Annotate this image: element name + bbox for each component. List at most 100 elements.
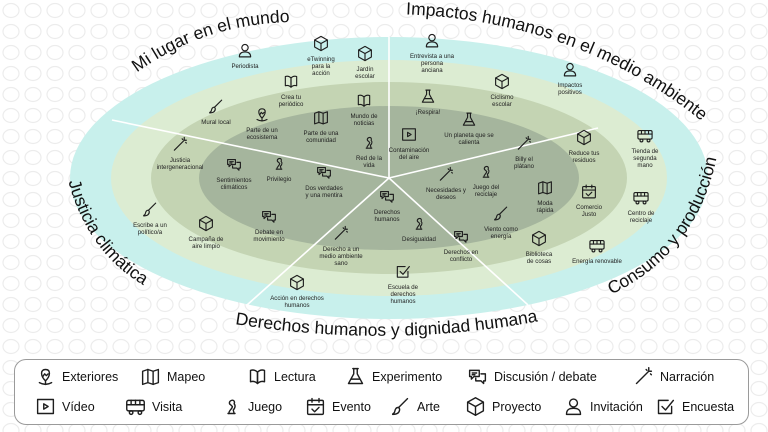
activity-label-line: ¡Respira! xyxy=(415,109,441,116)
activity-label-line: energía xyxy=(490,233,512,240)
event-icon xyxy=(581,183,598,205)
experiment-icon xyxy=(461,111,478,133)
activity-label-line: Necesidades y xyxy=(426,187,466,194)
activity-label-line: Entrevista a una xyxy=(409,53,455,60)
activity-label-line: humanos xyxy=(390,298,416,305)
art-icon xyxy=(493,205,510,227)
project-icon xyxy=(494,73,511,95)
activity-label-line: Comercio xyxy=(575,204,603,211)
game-icon xyxy=(271,155,288,177)
legend-item-event: Evento xyxy=(305,396,371,417)
activity-label-line: Impactos xyxy=(557,82,583,89)
activity-label-line: noticias xyxy=(353,120,375,127)
activity-label-line: Derechos xyxy=(373,209,401,216)
activity-label-line: aire limpio xyxy=(192,243,220,250)
activity-label-line: calienta xyxy=(458,139,480,146)
activity-label-line: Escribe a un xyxy=(133,222,167,229)
project-icon xyxy=(465,396,486,417)
activity-label-line: Desigualdad xyxy=(402,236,436,243)
activity-label-line: Escuela de xyxy=(387,284,419,291)
section-dividers xyxy=(111,37,599,306)
activity-label-line: Biblioteca xyxy=(525,251,553,258)
discussion-icon xyxy=(379,188,396,210)
invitation-icon xyxy=(562,61,579,83)
discussion-icon xyxy=(261,208,278,230)
activity-label-line: Billy el xyxy=(515,156,533,163)
activity-label-line: Moda xyxy=(537,200,553,207)
activity-label-line: Jardín xyxy=(356,66,374,73)
legend-item-visit: Visita xyxy=(125,396,182,417)
legend-item-outdoors: Exteriores xyxy=(35,366,118,387)
activity-label-line: persona xyxy=(420,60,444,67)
activity-label-line: humanos xyxy=(284,302,310,309)
activity-label-line: acción xyxy=(312,70,330,77)
activity-label-line: Sentimientos xyxy=(216,177,252,184)
project-icon xyxy=(198,215,215,237)
activity-label-line: plátano xyxy=(514,163,534,170)
activity-label-line: Crea tu xyxy=(281,94,301,101)
activity-label-line: Tienda de xyxy=(631,148,659,155)
activity-label-line: Parte de un xyxy=(246,127,278,134)
legend-label: Lectura xyxy=(274,369,316,384)
activity-label-line: ecosistema xyxy=(246,134,278,141)
activity-label-line: humanos xyxy=(374,216,400,223)
discussion-icon xyxy=(453,228,470,250)
game-icon xyxy=(478,163,495,185)
activity-label-respira: ¡Respira! xyxy=(416,109,441,116)
activity-label-line: movimiento xyxy=(253,236,285,243)
map-icon xyxy=(313,109,330,131)
activity-label-line: Mundo de xyxy=(350,113,378,120)
activity-label-line: medio ambiente xyxy=(319,253,363,260)
activity-label-line: del aire xyxy=(399,154,419,161)
event-icon xyxy=(305,396,326,417)
project-icon xyxy=(357,45,374,67)
activity-label-line: derechos xyxy=(390,291,416,298)
outdoors-icon xyxy=(35,366,56,387)
game-icon xyxy=(361,134,378,156)
visit-icon xyxy=(589,237,606,259)
game-icon xyxy=(221,396,242,417)
legend-label: Narración xyxy=(660,369,715,384)
activity-label-line: Campaña de xyxy=(188,236,224,243)
experiment-icon xyxy=(420,88,437,110)
legend-label: Evento xyxy=(332,399,371,414)
legend-label: Arte xyxy=(417,399,440,414)
activity-label-line: intergeneracional xyxy=(156,164,204,171)
project-icon xyxy=(313,35,330,57)
activity-label-line: Juego del xyxy=(472,184,500,191)
legend-item-reading: Lectura xyxy=(247,366,316,387)
activity-label-line: eTwinning xyxy=(307,56,335,63)
project-icon xyxy=(289,274,306,296)
activity-label-line: Dos verdades xyxy=(305,185,343,192)
discussion-icon xyxy=(226,156,243,178)
outdoors-icon xyxy=(254,106,271,128)
activity-label-line: político/a xyxy=(137,229,163,236)
art-icon xyxy=(390,396,411,417)
legend-item-experiment: Experimento xyxy=(345,366,442,387)
legend-item-art: Arte xyxy=(390,396,440,417)
legend-item-narration: Narración xyxy=(633,366,714,387)
activity-label-line: Periodista xyxy=(231,63,259,70)
legend-label: Encuesta xyxy=(682,399,735,414)
narration-icon xyxy=(333,225,350,247)
project-icon xyxy=(531,230,548,252)
activity-label-line: reciclaje xyxy=(474,191,498,198)
activity-label-line: escolar xyxy=(355,73,375,80)
visit-icon xyxy=(637,127,654,149)
